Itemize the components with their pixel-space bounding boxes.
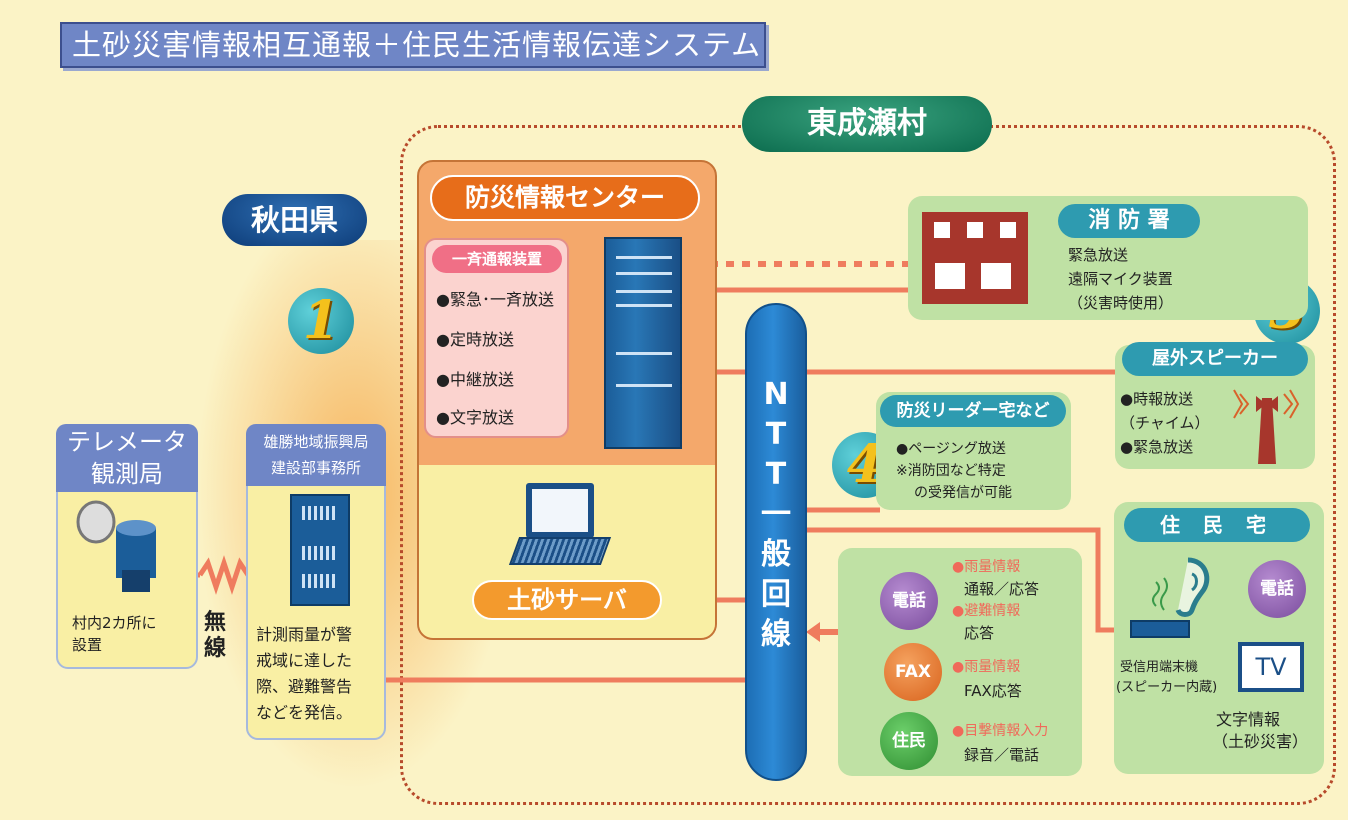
ear-icon (1152, 557, 1210, 617)
phone-circle: 電話 (880, 572, 938, 630)
village-label: 東成瀬村 (742, 96, 992, 152)
comm-rain-info: ●雨量情報 (952, 659, 1021, 675)
leader-item: ●ページング放送 (896, 441, 1006, 457)
speaker-item: （チャイム） (1120, 414, 1210, 432)
text-info-label: （土砂災害） (1212, 732, 1309, 751)
leader-item: ※消防団など特定 (896, 463, 1006, 479)
receiver-terminal-icon (1130, 620, 1190, 638)
fax-circle: FAX (884, 643, 942, 701)
resident-home-label: 住 民 宅 (1124, 508, 1310, 542)
laptop-icon (526, 483, 594, 538)
resident-home-box (1114, 502, 1324, 774)
server-tower-icon (604, 237, 682, 449)
prefecture-label: 秋田県 (222, 194, 367, 246)
terminal-label: 受信用端末機 (1120, 660, 1199, 675)
ntt-line-label: N T T 一 般 回 線 (761, 377, 791, 652)
rain-gauge-icon (76, 500, 156, 592)
communication-box (838, 548, 1082, 776)
wireless-zigzag (197, 555, 251, 595)
comm-evac-info: ●避難情報 (952, 603, 1021, 619)
fire-item: （災害時使用） (1068, 294, 1174, 312)
sand-server-label: 土砂サーバ (472, 580, 662, 620)
ntt-line-bar (745, 303, 807, 781)
comm-response: 応答 (964, 624, 995, 642)
alert-item: ●中継放送 (436, 370, 514, 389)
office-equipment-icon (290, 494, 350, 606)
fire-item: 緊急放送 (1068, 246, 1129, 264)
number-1-badge: 1 (288, 288, 354, 354)
alert-item: ●緊急･一斉放送 (436, 290, 554, 309)
comm-rain-info: ●雨量情報 (952, 559, 1021, 575)
fire-station-icon (922, 212, 1028, 304)
leader-item: の受発信が可能 (914, 485, 1012, 501)
comm-record-phone: 録音／電話 (964, 746, 1040, 764)
comm-report-response: 通報／応答 (964, 580, 1040, 598)
alert-device-label: 一斉通報装置 (432, 245, 562, 273)
wireless-label: 無線 (204, 610, 227, 661)
center-label: 防災情報センター (430, 175, 700, 221)
alert-item: ●定時放送 (436, 330, 514, 349)
page-title: 土砂災害情報相互通報＋住民生活情報伝達システム (60, 22, 766, 68)
telemeter-caption: 村内2カ所に 設置 (72, 614, 157, 654)
regional-office-label: 雄勝地域振興局 建設部事務所 (246, 424, 386, 486)
tv-icon: TV (1238, 642, 1304, 692)
telemeter-station-label: テレメータ 観測局 (56, 424, 198, 492)
speaker-item: ●緊急放送 (1120, 438, 1194, 456)
speaker-tower-icon (1233, 389, 1300, 464)
comm-fax-response: FAX応答 (964, 682, 1022, 700)
speaker-item: ●時報放送 (1120, 390, 1194, 408)
outdoor-speaker-label: 屋外スピーカー (1122, 342, 1308, 376)
home-phone-circle: 電話 (1248, 560, 1306, 618)
comm-witness-input: ●目撃情報入力 (952, 723, 1049, 739)
office-caption: 計測雨量が警 戒域に達した 際、避難警告 などを発信。 (256, 625, 353, 722)
leader-home-label: 防災リーダー宅など (880, 395, 1066, 427)
laptop-keyboard-icon (508, 537, 612, 565)
fire-item: 遠隔マイク装置 (1068, 270, 1173, 288)
text-info-label: 文字情報 (1216, 710, 1281, 729)
alert-item: ●文字放送 (436, 408, 514, 427)
terminal-label: (スピーカー内蔵) (1116, 680, 1218, 695)
fire-station-label: 消 防 署 (1058, 204, 1200, 238)
resident-circle: 住民 (880, 712, 938, 770)
